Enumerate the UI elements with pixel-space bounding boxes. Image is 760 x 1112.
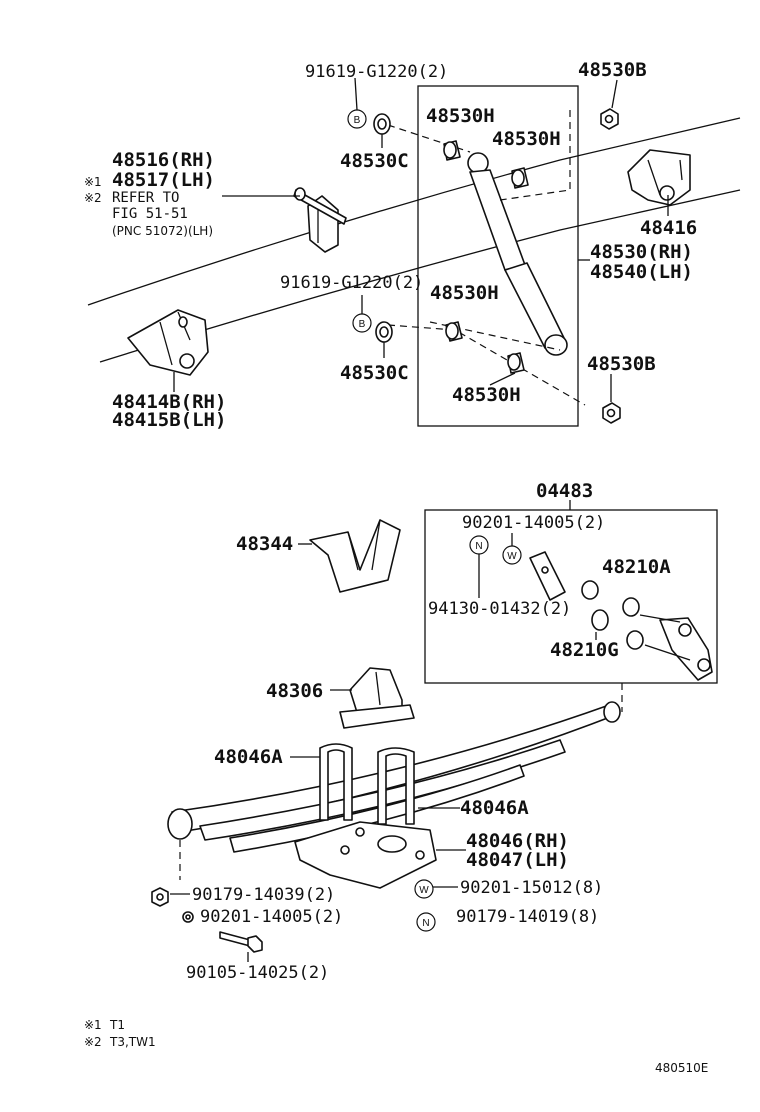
svg-text:B: B bbox=[359, 319, 366, 330]
label-bush-h1: 48530H bbox=[426, 105, 495, 127]
svg-text:N: N bbox=[422, 918, 429, 929]
label-bush-g: 48210G bbox=[550, 639, 619, 661]
label-bush-h2: 48530H bbox=[492, 128, 561, 150]
washer-90201-14005 bbox=[182, 911, 194, 923]
svg-text:W: W bbox=[507, 551, 517, 562]
shock-absorber-group-box bbox=[417, 85, 579, 427]
label-nut-bot: 48530B bbox=[587, 353, 656, 375]
label-seat-rh: 48046(RH) bbox=[466, 830, 569, 852]
bolt-90105-14025 bbox=[219, 931, 263, 953]
footnote-text-1: T1 bbox=[109, 1018, 125, 1032]
w-symbol-lower: W bbox=[414, 879, 434, 899]
footnote-text-2: T3,TW1 bbox=[109, 1035, 156, 1049]
cushion-48530c-bottom bbox=[375, 321, 393, 343]
w-symbol-kit: W bbox=[502, 545, 522, 565]
u-bolt-48046a-right bbox=[377, 747, 415, 825]
spring-shackle bbox=[639, 614, 713, 681]
bushing-48210g bbox=[591, 609, 644, 650]
label-nut-top: 48530B bbox=[578, 59, 647, 81]
bracket-48416 bbox=[627, 149, 691, 206]
label-ubolt-b: 48046A bbox=[460, 797, 529, 819]
label-refer-pnc: (PNC 51072)(LH) bbox=[112, 224, 213, 238]
spring-hanger bbox=[293, 187, 347, 253]
svg-text:B: B bbox=[354, 115, 361, 126]
u-bolt-48046a-left bbox=[319, 743, 353, 821]
label-bracket-rh: 48414B(RH) bbox=[112, 391, 226, 413]
nut-90179-14039 bbox=[151, 887, 169, 907]
shock-absorber bbox=[467, 152, 568, 356]
label-nut1: 90179-14039(2) bbox=[192, 885, 335, 905]
kit-04483-box bbox=[424, 509, 718, 684]
label-refer-to: REFER TO bbox=[112, 190, 179, 206]
n-symbol-kit: N bbox=[469, 535, 489, 555]
bushing-48530h-1 bbox=[443, 140, 461, 161]
label-seat-lh: 48047(LH) bbox=[466, 849, 569, 871]
bushing-48530h-3 bbox=[445, 321, 463, 342]
label-ubolt-a: 48046A bbox=[214, 746, 283, 768]
bracket-48414b bbox=[127, 309, 209, 376]
nut-48530b-bottom bbox=[602, 402, 621, 424]
label-bolt-mid: 91619-G1220(2) bbox=[280, 273, 423, 293]
label-absorber-rh: 48530(RH) bbox=[590, 241, 693, 263]
note-mark-2: ※2 bbox=[84, 191, 102, 205]
label-refer-fig: FIG 51-51 bbox=[112, 206, 188, 222]
label-bush-h3: 48530H bbox=[430, 282, 499, 304]
label-48306: 48306 bbox=[266, 680, 323, 702]
label-hanger-lh: 48517(LH) bbox=[112, 169, 215, 191]
label-hanger-rh: 48516(RH) bbox=[112, 149, 215, 171]
label-absorber-lh: 48540(LH) bbox=[590, 261, 693, 283]
label-bolt-top: 91619-G1220(2) bbox=[305, 62, 448, 82]
label-kit-nut: 94130-01432(2) bbox=[428, 599, 571, 619]
footnote-mark-1: ※1 bbox=[84, 1018, 102, 1032]
bumper-bracket-48344 bbox=[309, 519, 401, 593]
nut-48530b-top bbox=[600, 108, 619, 130]
cushion-48530c-top bbox=[373, 113, 391, 135]
label-cushion-top: 48530C bbox=[340, 150, 409, 172]
label-kit-bolt: 90201-14005(2) bbox=[462, 513, 605, 533]
label-bolt1: 90105-14025(2) bbox=[186, 963, 329, 983]
label-washer2: 90201-15012(8) bbox=[460, 878, 603, 898]
label-bracket-lh: 48415B(LH) bbox=[112, 409, 226, 431]
bumper-48306 bbox=[339, 667, 415, 729]
footnote-mark-2: ※2 bbox=[84, 1035, 102, 1049]
label-kit-04483: 04483 bbox=[536, 480, 593, 502]
bushing-48210a bbox=[581, 580, 640, 617]
n-symbol-lower: N bbox=[416, 912, 436, 932]
shackle-plate bbox=[529, 551, 566, 601]
label-bush-h4: 48530H bbox=[452, 384, 521, 406]
b-symbol-bottom: B bbox=[352, 313, 372, 333]
label-cushion-bot: 48530C bbox=[340, 362, 409, 384]
spring-seat bbox=[294, 821, 437, 889]
b-symbol-top: B bbox=[347, 109, 367, 129]
diagram-id: 480510E bbox=[655, 1061, 708, 1075]
label-washer1: 90201-14005(2) bbox=[200, 907, 343, 927]
label-48344: 48344 bbox=[236, 533, 293, 555]
bushing-48530h-2 bbox=[511, 167, 529, 189]
label-bracket-48416: 48416 bbox=[640, 217, 697, 239]
label-nut2: 90179-14019(8) bbox=[456, 907, 599, 927]
svg-text:N: N bbox=[475, 541, 482, 552]
label-bush-a: 48210A bbox=[602, 556, 671, 578]
bushing-48530h-4 bbox=[507, 352, 525, 374]
svg-text:W: W bbox=[419, 885, 429, 896]
note-mark-1: ※1 bbox=[84, 175, 102, 189]
